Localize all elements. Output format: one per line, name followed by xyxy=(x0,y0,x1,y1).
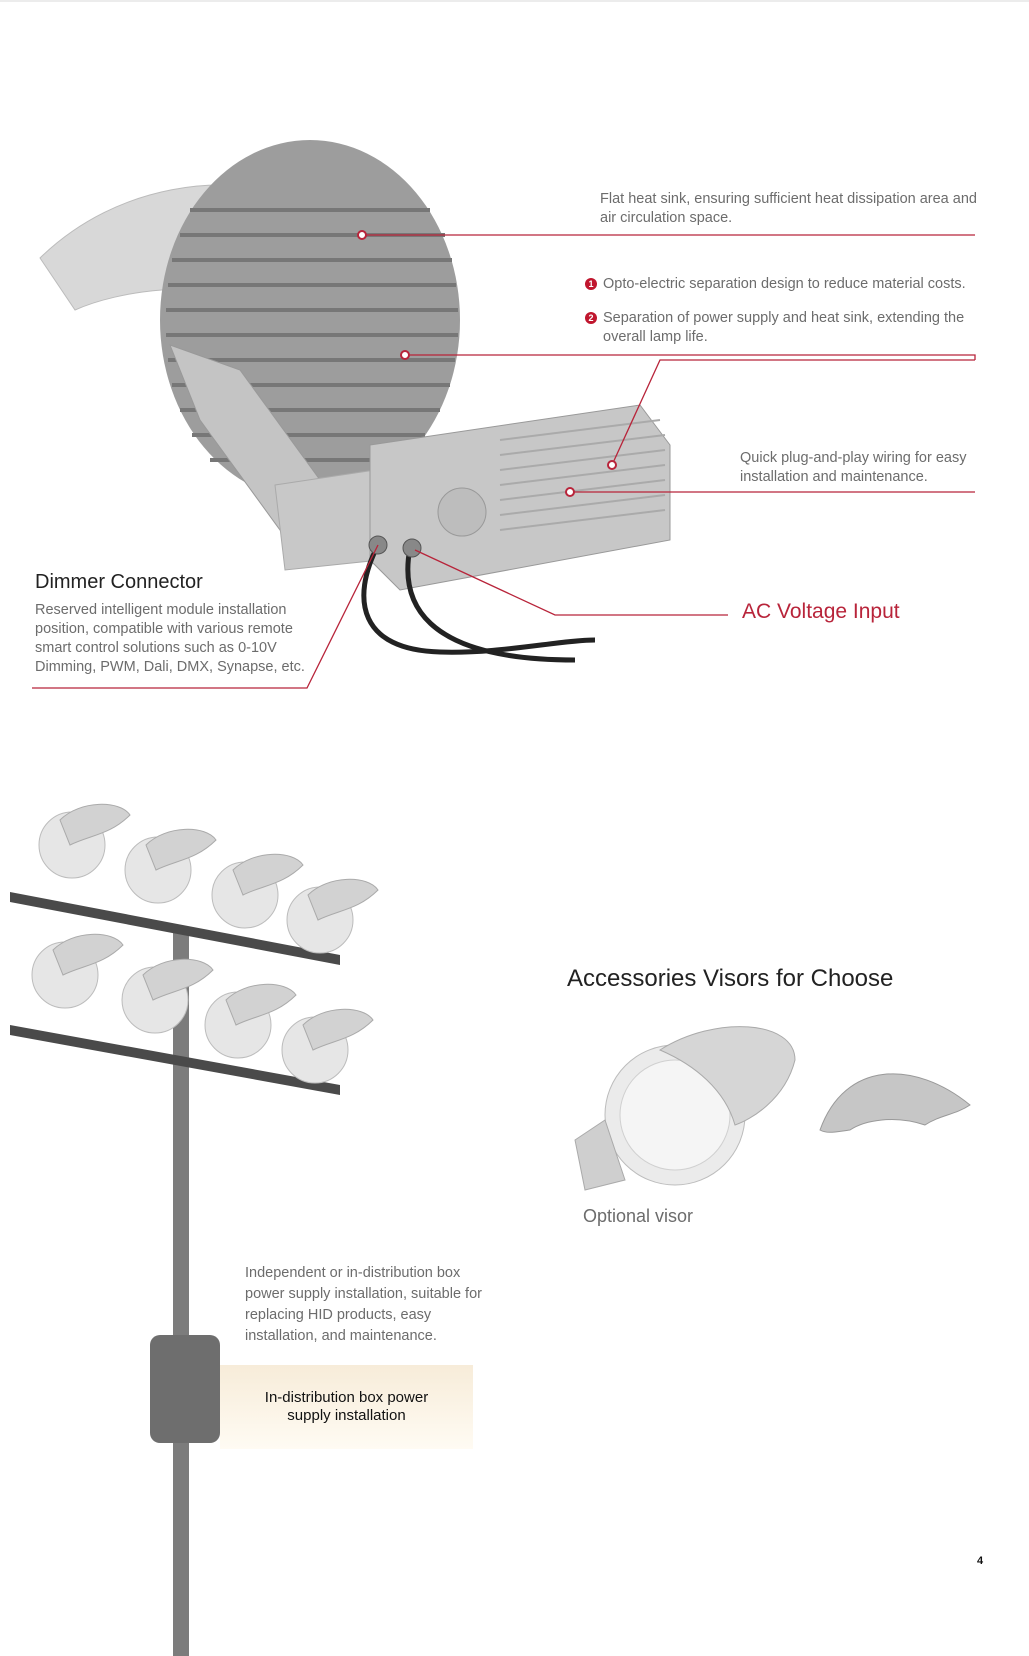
wiring-callout: Quick plug-and-play wiring for easy inst… xyxy=(740,450,967,485)
distribution-box xyxy=(150,1335,220,1443)
dimmer-connector-description: Reserved intelligent module installation… xyxy=(35,602,305,675)
installation-box-label: In-distribution box power supply install… xyxy=(220,1365,473,1449)
number-badge-2: 2 xyxy=(585,312,597,324)
visor-accessory-illustration xyxy=(574,1026,971,1191)
page-number: 4 xyxy=(977,1555,984,1567)
floodlight-product-illustration xyxy=(32,140,976,689)
heat-sink-callout: Flat heat sink, ensuring sufficient heat… xyxy=(600,191,977,226)
feature-point-2-text: Separation of power supply and heat sink… xyxy=(603,310,965,345)
optional-visor-caption: Optional visor xyxy=(583,1206,694,1226)
pole-floodlights-illustration xyxy=(10,803,379,1656)
spare-visor xyxy=(819,1073,971,1133)
ac-voltage-input-label: AC Voltage Input xyxy=(742,600,900,623)
feature-point-2: 2 Separation of power supply and heat sin… xyxy=(585,309,985,347)
top-divider xyxy=(0,0,1029,2)
dimmer-connector-title: Dimmer Connector xyxy=(35,571,203,593)
installation-description: Independent or in-distribution box power… xyxy=(245,1265,482,1344)
feature-point-1-text: Opto-electric separation design to reduc… xyxy=(603,276,966,292)
installation-box-text: In-distribution box power supply install… xyxy=(264,1389,429,1424)
number-badge-1: 1 xyxy=(585,278,597,290)
pole xyxy=(173,930,189,1656)
accessories-title: Accessories Visors for Choose xyxy=(567,965,894,992)
feature-point-1: 1 Opto-electric separation design to redu… xyxy=(585,275,985,294)
